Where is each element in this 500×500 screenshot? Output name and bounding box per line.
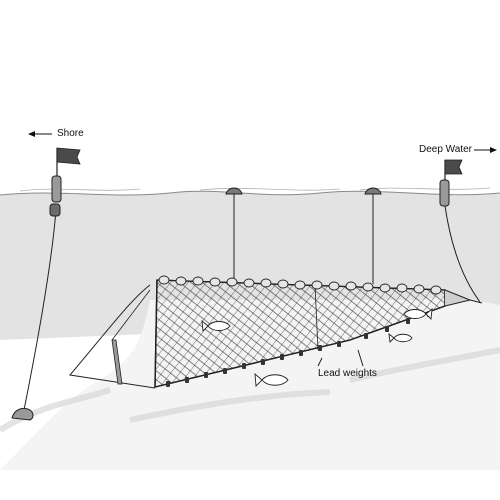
fish-icon: [403, 307, 433, 320]
shore-arrow-icon: [28, 131, 52, 137]
shore-buoy: [51, 175, 62, 203]
deep-water-label: Deep Water: [419, 144, 472, 155]
anchor-icon: [11, 407, 34, 421]
shore-anchor-line: [23, 209, 57, 411]
lead-weights-label: Lead weights: [318, 368, 377, 379]
fish-icon: [388, 332, 413, 343]
deep-water-buoy: [439, 179, 450, 207]
net-floats: [158, 275, 442, 295]
lead-weights: [166, 311, 431, 387]
deep-water-arrow-icon: [474, 147, 497, 153]
float-icon: [364, 187, 382, 195]
lake-bottom: [0, 297, 500, 470]
fish-icon: [201, 319, 231, 332]
fish-icon: [254, 372, 289, 388]
deep-water-flag-icon: [444, 159, 463, 175]
deep-water-anchor-line: [444, 205, 481, 303]
float-icon: [225, 187, 243, 195]
shore-flag-icon: [56, 147, 81, 165]
shore-label: Shore: [57, 128, 84, 139]
shore-stake: [69, 284, 156, 389]
